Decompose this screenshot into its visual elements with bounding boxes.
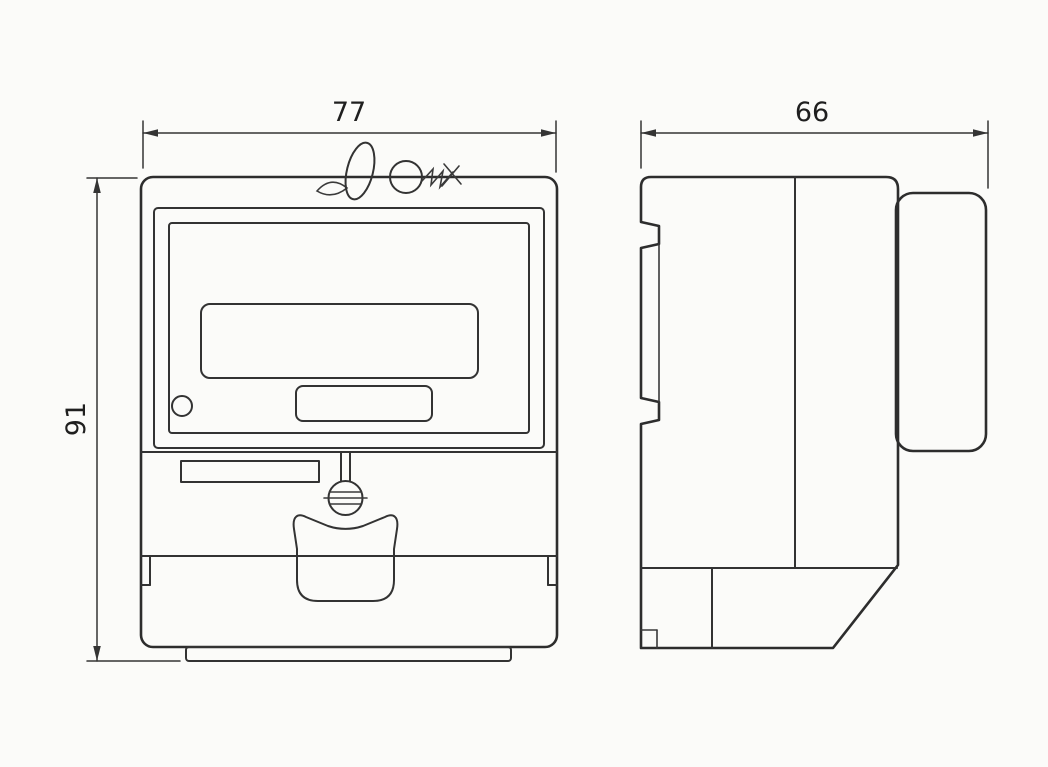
arrowhead-top bbox=[93, 178, 101, 193]
meter-base-slab bbox=[185, 646, 512, 662]
arrowhead-left bbox=[641, 129, 656, 137]
meter-front-body bbox=[139, 175, 559, 662]
window-frame-outer bbox=[153, 207, 545, 449]
twisted-wire bbox=[421, 166, 454, 190]
arrowhead-left bbox=[143, 129, 158, 137]
front-button bbox=[295, 385, 433, 422]
arrowhead-bottom bbox=[93, 646, 101, 661]
meter-housing-outline bbox=[139, 175, 559, 649]
lead-seal-wire bbox=[315, 141, 462, 201]
front-cover-bump bbox=[894, 191, 988, 453]
side-depth-dimension: 66 bbox=[640, 97, 989, 189]
lcd-display bbox=[200, 303, 479, 379]
side-view: 66 bbox=[639, 97, 989, 650]
arrowhead-right bbox=[973, 129, 988, 137]
seal-eyelet bbox=[315, 181, 349, 196]
seal-tag bbox=[292, 514, 399, 602]
window-frame-inner bbox=[168, 222, 530, 434]
wire-end-twist bbox=[441, 163, 462, 187]
front-height-label: 91 bbox=[61, 402, 92, 436]
front-width-label: 77 bbox=[332, 97, 366, 128]
led-indicator bbox=[171, 395, 193, 417]
arrowhead-right bbox=[541, 129, 556, 137]
label-plate bbox=[180, 460, 320, 483]
front-view: 77 91 bbox=[61, 97, 559, 662]
side-depth-label: 66 bbox=[795, 97, 829, 128]
lead-seal bbox=[389, 160, 423, 194]
display-window bbox=[153, 207, 545, 449]
side-body-outline bbox=[639, 175, 900, 650]
front-width-dimension: 77 bbox=[142, 97, 557, 173]
wire-loop bbox=[344, 141, 376, 201]
seal-screw-assembly bbox=[292, 451, 399, 602]
front-height-dimension: 91 bbox=[61, 177, 181, 662]
